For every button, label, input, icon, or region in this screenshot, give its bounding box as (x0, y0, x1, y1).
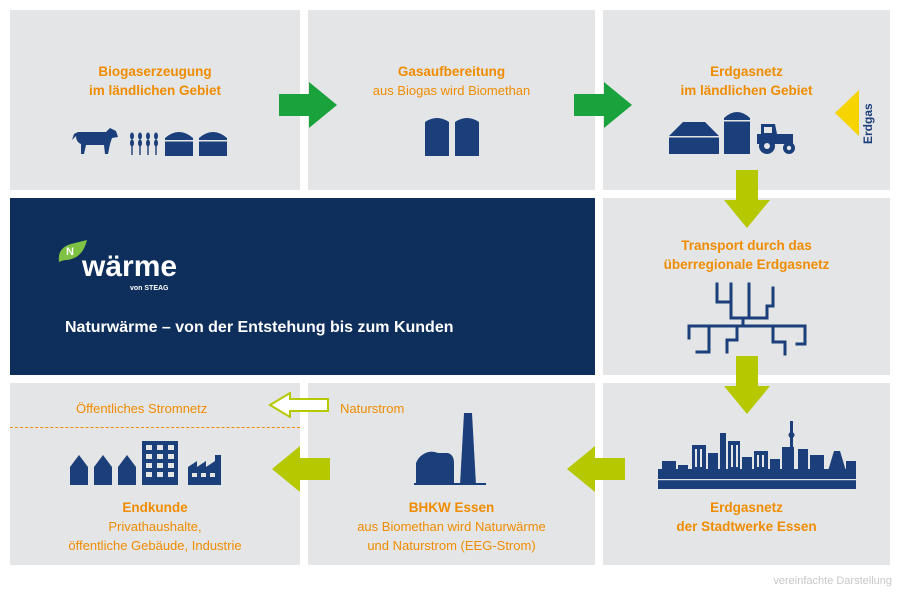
barn-icon (669, 122, 719, 154)
transport-title-line1: Transport durch das (681, 238, 812, 253)
endkunde-subtitle-line1: Privathaushalte, (108, 519, 202, 534)
arrow-transport-to-stadt (724, 356, 770, 414)
houses-icon (70, 455, 136, 485)
panel-gasaufbereitung: Gasaufbereitung aus Biogas wird Biometha… (308, 10, 595, 190)
erdgasnetz-land-title-line1: Erdgasnetz (710, 64, 783, 79)
brand-badge: N (66, 246, 74, 258)
endkunde-subtitle-line2: öffentliche Gebäude, Industrie (68, 538, 242, 553)
power-plant-icon (414, 413, 486, 485)
panel-bhkw: Naturstrom BHKW Essen aus Biomethan wird… (308, 383, 595, 565)
transport-title-line2: überregionale Erdgasnetz (663, 257, 830, 272)
arrow-stadt-to-bhkw (567, 446, 625, 492)
gasaufbereitung-subtitle: aus Biogas wird Biomethan (372, 83, 531, 98)
arrow-aufbereitung-to-erdgasnetz (574, 82, 632, 128)
biogas-title-line2: im ländlichen Gebiet (88, 83, 222, 98)
endkunde-title: Endkunde (122, 500, 188, 515)
brand-name: wärme (82, 250, 178, 283)
panel-biogaserzeugung: Biogaserzeugung im ländlichen Gebiet (10, 10, 300, 190)
gasaufbereitung-title: Gasaufbereitung (397, 64, 506, 79)
naturstrom-label: Naturstrom (340, 401, 405, 416)
leaf-logo-icon (58, 240, 87, 262)
brand-panel: N wärme von STEAG Naturwärme – von der E… (10, 198, 595, 375)
factory-icon (188, 455, 221, 485)
city-skyline-icon (658, 421, 856, 489)
public-building-icon (142, 441, 178, 485)
brand-headline: Naturwärme – von der Entstehung bis zum … (65, 319, 454, 336)
biogas-title-line1: Biogaserzeugung (98, 64, 212, 79)
erdgasnetz-land-title-line2: im ländlichen Gebiet (680, 83, 813, 98)
footnote: vereinfachte Darstellung (773, 575, 892, 587)
biogas-digester-icon (165, 132, 227, 156)
cow-icon (72, 128, 118, 154)
erdgas-input-arrow (835, 90, 859, 136)
erdgasnetz-stadt-title-line1: Erdgasnetz (710, 500, 783, 515)
erdgasnetz-stadt-title-line2: der Stadtwerke Essen (676, 519, 817, 534)
arrow-bhkw-to-endkunde (272, 446, 330, 492)
stromnetz-divider (10, 427, 300, 428)
silo-icon (724, 112, 750, 154)
crops-icon (130, 132, 158, 155)
erdgas-side-label: Erdgas (861, 103, 875, 144)
panel-erdgasnetz-land: Erdgasnetz im ländlichen Gebiet Erdgas (603, 10, 890, 190)
arrow-biogas-to-aufbereitung (279, 82, 337, 128)
tractor-icon (757, 124, 795, 154)
bhkw-subtitle-line2: und Naturstrom (EEG-Strom) (367, 538, 536, 553)
pipeline-network-icon (687, 282, 807, 356)
arrow-erdgasnetz-to-transport (724, 170, 770, 228)
bhkw-subtitle-line1: aus Biomethan wird Naturwärme (357, 519, 546, 534)
brand-tagline: von STEAG (130, 285, 169, 292)
stromnetz-label: Öffentliches Stromnetz (76, 401, 208, 416)
gas-tanks-icon (425, 118, 479, 156)
bhkw-title: BHKW Essen (408, 500, 495, 515)
arrow-naturstrom-outline (268, 392, 329, 418)
panel-endkunde: Öffentliches Stromnetz Endkunde Privatha… (10, 383, 300, 565)
panel-transport: Transport durch das überregionale Erdgas… (603, 198, 890, 375)
